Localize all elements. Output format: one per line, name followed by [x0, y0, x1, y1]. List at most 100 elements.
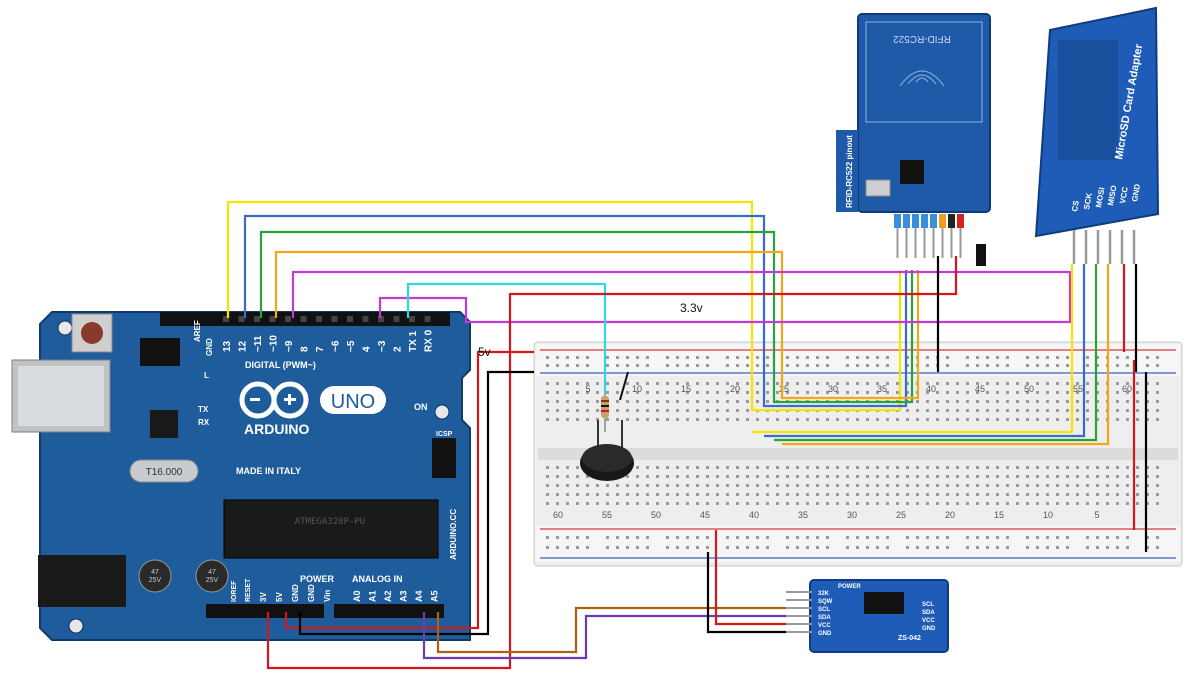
rtc-pin-label: SDA	[818, 615, 831, 621]
sd-pin-label: MISO	[1106, 185, 1118, 207]
rtc-vcc-wire	[714, 530, 786, 626]
breadboard-column-number: 10	[632, 384, 642, 394]
digital-pin-label: 2	[393, 346, 404, 352]
rtc-sda-wire	[422, 612, 786, 660]
label-5v: 5v	[478, 345, 491, 359]
digital-pin-label: 12	[238, 340, 249, 352]
buzzer	[580, 420, 634, 481]
dc-power-jack	[38, 555, 126, 607]
breadboard-column-number: 30	[847, 510, 857, 520]
rtc-scl-wire	[436, 606, 786, 654]
yellow-wire	[226, 200, 902, 412]
rtc-gnd-wire	[706, 552, 786, 634]
analog-pin-label: A1	[368, 590, 378, 602]
sd-pin-label: GND	[1130, 183, 1142, 202]
crystal-label: T16.000	[146, 467, 183, 478]
rtc-power-label: POWER	[838, 584, 861, 590]
analog-pin-label: A4	[414, 590, 424, 602]
breadboard-column-number: 55	[602, 510, 612, 520]
sd-mosi-wire	[774, 264, 1098, 442]
digital-pin-label: TX 1	[408, 330, 419, 352]
rtc-pin-header	[786, 591, 812, 633]
made-in-label: MADE IN ITALY	[236, 466, 301, 476]
breadboard-column-number: 15	[994, 510, 1004, 520]
breadboard-gnd-wire	[298, 370, 534, 636]
digital-pin-label: 4	[362, 346, 373, 352]
digital-pin-label: ~10	[269, 335, 280, 352]
breadboard-column-number: 60	[1122, 384, 1132, 394]
model-label: UNO	[331, 391, 375, 413]
label-3v3: 3.3v	[680, 301, 703, 315]
gnd-label: GND	[205, 338, 214, 356]
sd-cs-wire	[752, 264, 1074, 434]
analog-pin-label: A0	[352, 590, 362, 602]
power-pin-label: GND	[291, 584, 300, 602]
sd-sck-wire	[764, 264, 1086, 438]
rtc-pin-label: GND	[922, 626, 936, 632]
digital-pin-label: ~5	[346, 340, 357, 352]
analog-label: ANALOG IN	[352, 574, 403, 584]
breadboard-column-number: 50	[651, 510, 661, 520]
power-pin-label: Vin	[323, 590, 332, 602]
rfid-side-label: RFID-RC522 pinout	[845, 135, 854, 208]
sd-pin-header	[1072, 230, 1136, 264]
rtc-pin-label: 32K	[818, 591, 830, 597]
arduino-logo	[239, 381, 386, 419]
sd-pin-label: SCK	[1082, 192, 1094, 210]
power-pin-label: GND	[307, 584, 316, 602]
svg-text:47: 47	[208, 569, 216, 576]
antenna-icon	[899, 70, 945, 87]
breadboard-column-number: 55	[1073, 384, 1083, 394]
digital-pin-label: 7	[315, 346, 326, 352]
breadboard-column-number: 40	[749, 510, 759, 520]
sd-pin-label: MOSI	[1094, 187, 1106, 209]
crystal	[129, 459, 199, 483]
rtc-pin-label: SQW	[818, 599, 833, 605]
brand-label: ARDUINO	[244, 421, 309, 437]
breadboard-column-number: 15	[681, 384, 691, 394]
rfid-3v3-wire	[266, 256, 958, 670]
breadboard-column-number: 20	[945, 510, 955, 520]
digital-pin-label: ~3	[377, 340, 388, 352]
aref-label: AREF	[193, 320, 202, 342]
ioref-label: IOREF	[231, 580, 238, 602]
digital-pin-label: ~6	[331, 340, 342, 352]
digital-pin-label: 13	[222, 340, 233, 352]
rx-led-label: RX	[198, 418, 210, 427]
rfid-chip	[900, 160, 924, 184]
icsp-label: ICSP	[436, 431, 453, 438]
analog-pin-label: A3	[399, 590, 409, 602]
blue-wire	[243, 214, 908, 408]
reset-button	[81, 322, 103, 344]
breadboard-column-number: 10	[1043, 510, 1053, 520]
icsp-header	[432, 438, 456, 478]
breadboard-column-number: 50	[1024, 384, 1034, 394]
rtc-pin-label: SCL	[922, 602, 934, 608]
breadboard-column-number: 25	[896, 510, 906, 520]
magenta-wire	[291, 270, 1072, 324]
breadboard-column-number: 45	[700, 510, 710, 520]
wires	[226, 200, 1148, 670]
breadboard-column-number: 45	[975, 384, 985, 394]
breadboard-5v-wire	[284, 350, 534, 630]
svg-text:25V: 25V	[206, 577, 219, 584]
breadboard-column-number: 5	[1094, 510, 1099, 520]
center-channel	[538, 448, 1178, 460]
rfid-rc522-module: RFID-RC522 RFID-RC522 pinout	[836, 13, 991, 266]
power-label: POWER	[300, 574, 335, 584]
orange-wire	[274, 250, 920, 400]
cyan-wire	[406, 282, 607, 392]
l-led-label: L	[204, 371, 209, 380]
rtc-pin-label: SCL	[818, 607, 830, 613]
analog-pin-label: A2	[383, 590, 393, 602]
breadboard-column-number: 60	[553, 510, 563, 520]
rtc-title: ZS-042	[898, 635, 921, 642]
sd-pin-label: CS	[1070, 199, 1081, 212]
